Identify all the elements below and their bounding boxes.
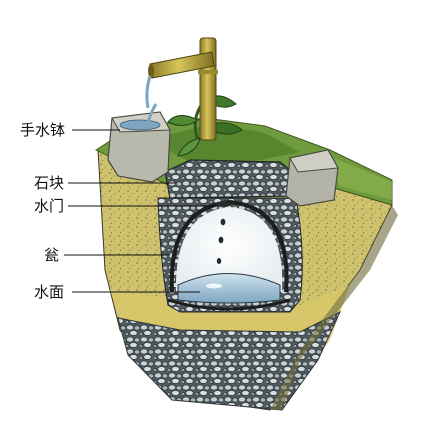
label-stone-block: 石块 (34, 174, 65, 192)
leader-lines (64, 129, 212, 293)
label-jar: 瓮 (44, 246, 60, 264)
hand-basin (107, 103, 171, 183)
water-drops (216, 218, 226, 264)
buried-jar (157, 197, 303, 313)
label-water-gate: 水门 (34, 197, 65, 215)
stone-block-layer (164, 159, 301, 199)
bamboo-spout (145, 37, 218, 141)
label-hand-basin: 手水钵 (20, 121, 66, 139)
right-stone (285, 149, 339, 207)
label-water-surface: 水面 (34, 283, 65, 301)
